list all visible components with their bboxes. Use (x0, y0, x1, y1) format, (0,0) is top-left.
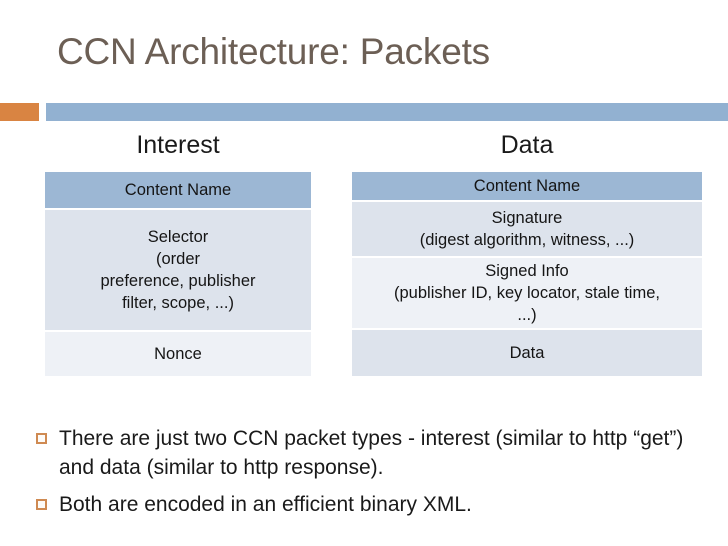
accent-blue-bar (46, 103, 728, 121)
table-row: Nonce (45, 332, 311, 378)
table-row: Data (352, 330, 702, 378)
data-column-caption: Data (500, 131, 554, 159)
cell-label: Content Name (473, 177, 581, 195)
interest-column-caption: Interest (136, 131, 220, 159)
cell-label: Signature(digest algorithm, witness, ...… (419, 209, 635, 249)
list-item: Both are encoded in an efficient binary … (36, 490, 704, 519)
table-row: Signed Info(publisher ID, key locator, s… (352, 258, 702, 330)
square-bullet-icon (36, 433, 47, 444)
list-item: There are just two CCN packet types - in… (36, 424, 704, 482)
square-bullet-icon (36, 499, 47, 510)
table-row: Content Name (45, 172, 311, 210)
cell-label: Data (509, 344, 545, 362)
title-accent-rule (0, 103, 728, 121)
list-item-text: Both are encoded in an efficient binary … (59, 493, 472, 516)
page-title: CCN Architecture: Packets (57, 31, 490, 72)
cell-label: Content Name (124, 181, 232, 199)
data-packet-table: Content Name Signature(digest algorithm,… (352, 172, 702, 378)
cell-label: Signed Info(publisher ID, key locator, s… (394, 262, 660, 324)
bullet-list: There are just two CCN packet types - in… (36, 424, 704, 527)
table-row: Content Name (352, 172, 702, 202)
cell-label: Nonce (154, 345, 202, 363)
table-row: Signature(digest algorithm, witness, ...… (352, 202, 702, 258)
accent-orange-block (0, 103, 39, 121)
list-item-text: There are just two CCN packet types - in… (59, 427, 684, 479)
